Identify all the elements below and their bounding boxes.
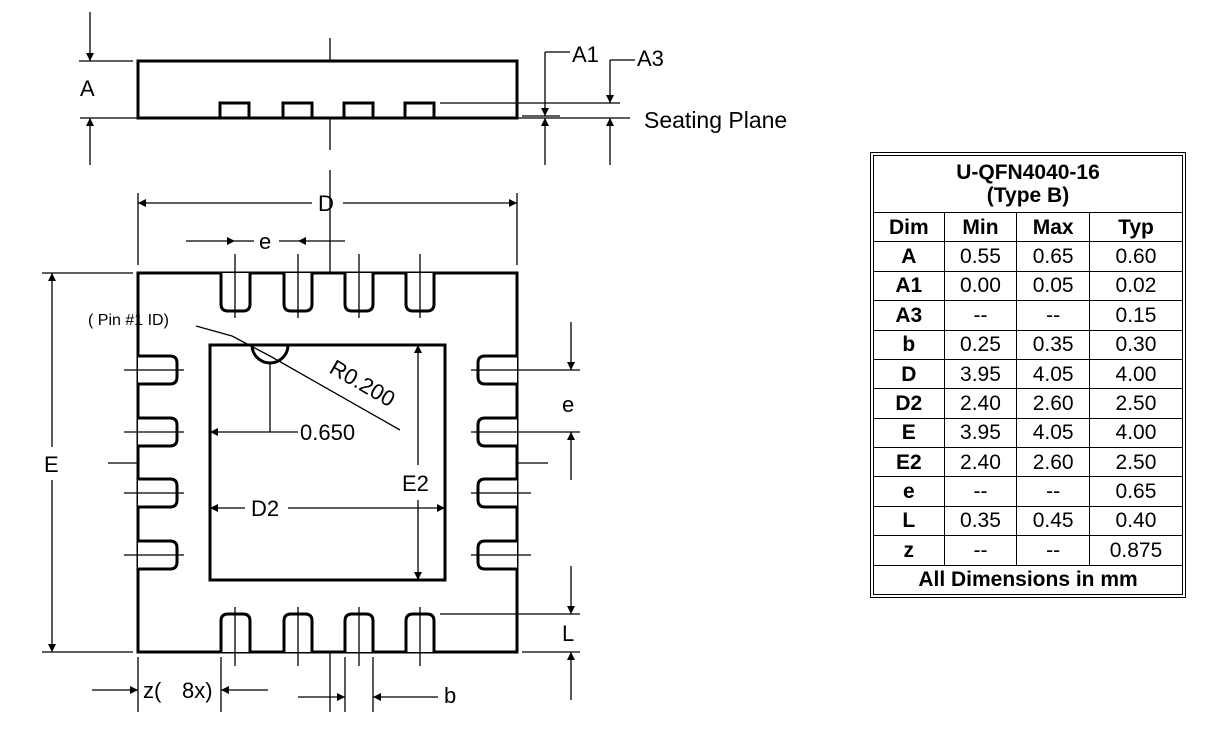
cell-dim: E: [873, 417, 945, 449]
cell-max: 0.65: [1016, 241, 1090, 272]
table-title: U-QFN4040-16 (Type B): [873, 155, 1183, 213]
cell-dim: A1: [873, 270, 945, 302]
label-0650: 0.650: [300, 420, 355, 445]
cell-dim: A: [873, 241, 945, 272]
cell-typ: 0.15: [1088, 300, 1184, 331]
cell-dim: z: [873, 535, 945, 566]
header-max: Max: [1016, 211, 1090, 243]
cell-dim: E2: [873, 446, 945, 478]
table-row: e----0.65: [873, 476, 1184, 507]
cell-max: 4.05: [1016, 417, 1090, 449]
cell-typ: 0.30: [1088, 329, 1184, 360]
table-footer: All Dimensions in mm: [873, 564, 1183, 595]
label-e-top: e: [259, 229, 271, 254]
cell-typ: 4.00: [1088, 417, 1184, 449]
table-header-row: Dim Min Max Typ: [873, 211, 1184, 243]
cell-max: 0.45: [1016, 505, 1090, 537]
header-typ: Typ: [1088, 211, 1184, 243]
cell-max: --: [1016, 476, 1090, 507]
table-row: A3----0.15: [873, 300, 1184, 331]
cell-typ: 0.60: [1088, 241, 1184, 272]
cell-max: 0.05: [1016, 270, 1090, 302]
cell-dim: L: [873, 505, 945, 537]
exposed-pad: [208, 343, 447, 582]
cell-min: 0.25: [943, 329, 1018, 360]
pad-centerlines: [124, 254, 580, 666]
package-body: [136, 271, 519, 654]
cell-min: 3.95: [943, 417, 1018, 449]
label-seating-plane: Seating Plane: [644, 107, 787, 133]
label-E: E: [44, 452, 59, 477]
label-E2: E2: [402, 471, 429, 496]
cell-max: 2.60: [1016, 388, 1090, 419]
cell-dim: b: [873, 329, 945, 360]
pin1-radius-leader: [195, 325, 401, 431]
cell-typ: 2.50: [1088, 388, 1184, 419]
table-title-line1: U-QFN4040-16: [956, 160, 1100, 184]
cell-min: 0.35: [943, 505, 1018, 537]
cell-typ: 2.50: [1088, 446, 1184, 478]
cell-typ: 0.02: [1088, 270, 1184, 302]
cell-max: 2.60: [1016, 446, 1090, 478]
cell-min: 0.00: [943, 270, 1018, 302]
table-title-line2: (Type B): [986, 184, 1070, 207]
label-z-count: 8x): [182, 678, 213, 703]
cell-max: --: [1016, 300, 1090, 331]
label-A: A: [80, 76, 95, 101]
cell-min: --: [943, 535, 1018, 566]
cell-min: 0.55: [943, 241, 1018, 272]
cell-typ: 0.65: [1088, 476, 1184, 507]
cell-dim: D: [873, 358, 945, 390]
cell-min: 2.40: [943, 446, 1018, 478]
cell-max: --: [1016, 535, 1090, 566]
cell-typ: 0.40: [1088, 505, 1184, 537]
table-title-row: U-QFN4040-16 (Type B): [873, 155, 1183, 213]
label-pin1-id: ( Pin #1 ID): [88, 312, 169, 329]
label-e-right: e: [562, 392, 574, 417]
bottom-view: [42, 170, 580, 712]
header-dim: Dim: [873, 211, 945, 243]
cell-typ: 4.00: [1088, 358, 1184, 390]
side-view: [79, 12, 635, 165]
cell-dim: e: [873, 476, 945, 507]
label-z: z(: [143, 678, 162, 703]
cell-typ: 0.875: [1088, 535, 1184, 566]
side-body: [136, 59, 519, 120]
cell-min: --: [943, 300, 1018, 331]
cell-max: 0.35: [1016, 329, 1090, 360]
cell-max: 4.05: [1016, 358, 1090, 390]
cell-min: 3.95: [943, 358, 1018, 390]
table-footer-row: All Dimensions in mm: [873, 564, 1183, 595]
label-L: L: [562, 621, 574, 646]
label-D: D: [318, 191, 334, 216]
label-A1: A1: [572, 42, 599, 67]
cell-dim: A3: [873, 300, 945, 331]
cell-min: 2.40: [943, 388, 1018, 419]
label-D2: D2: [251, 496, 279, 521]
cell-dim: D2: [873, 388, 945, 419]
label-A3: A3: [637, 46, 664, 71]
header-min: Min: [943, 211, 1018, 243]
table-row: z----0.875: [873, 535, 1184, 566]
label-b: b: [444, 683, 456, 708]
cell-min: --: [943, 476, 1018, 507]
